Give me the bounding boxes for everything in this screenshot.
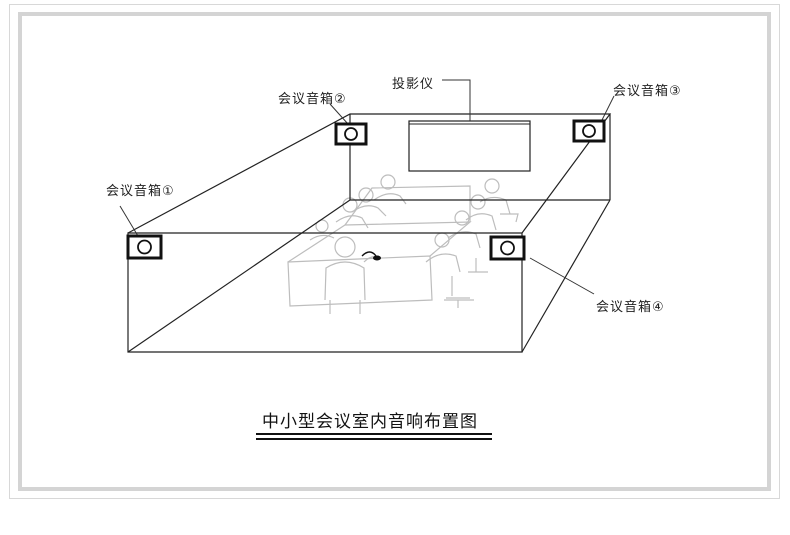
speaker-1-icon — [126, 234, 163, 260]
diagram-caption: 中小型会议室内音响布置图 — [262, 412, 478, 432]
projector-screen — [408, 120, 531, 172]
speaker-4-label: 会议音箱④ — [596, 300, 665, 315]
speaker-4-icon — [489, 235, 526, 261]
projector-label: 投影仪 — [392, 77, 435, 92]
microphone-icon — [361, 251, 381, 261]
speaker-2-label: 会议音箱② — [278, 92, 347, 107]
speaker-3-label: 会议音箱③ — [613, 84, 682, 99]
meeting-figures — [287, 174, 519, 314]
leader-lines — [119, 79, 615, 295]
speaker-1-label: 会议音箱① — [106, 184, 175, 199]
room-outline — [127, 113, 612, 353]
caption-underline-bottom — [256, 438, 492, 440]
speaker-3-icon — [572, 119, 606, 143]
caption-underline-top — [256, 433, 492, 435]
speaker-2-icon — [334, 122, 368, 146]
